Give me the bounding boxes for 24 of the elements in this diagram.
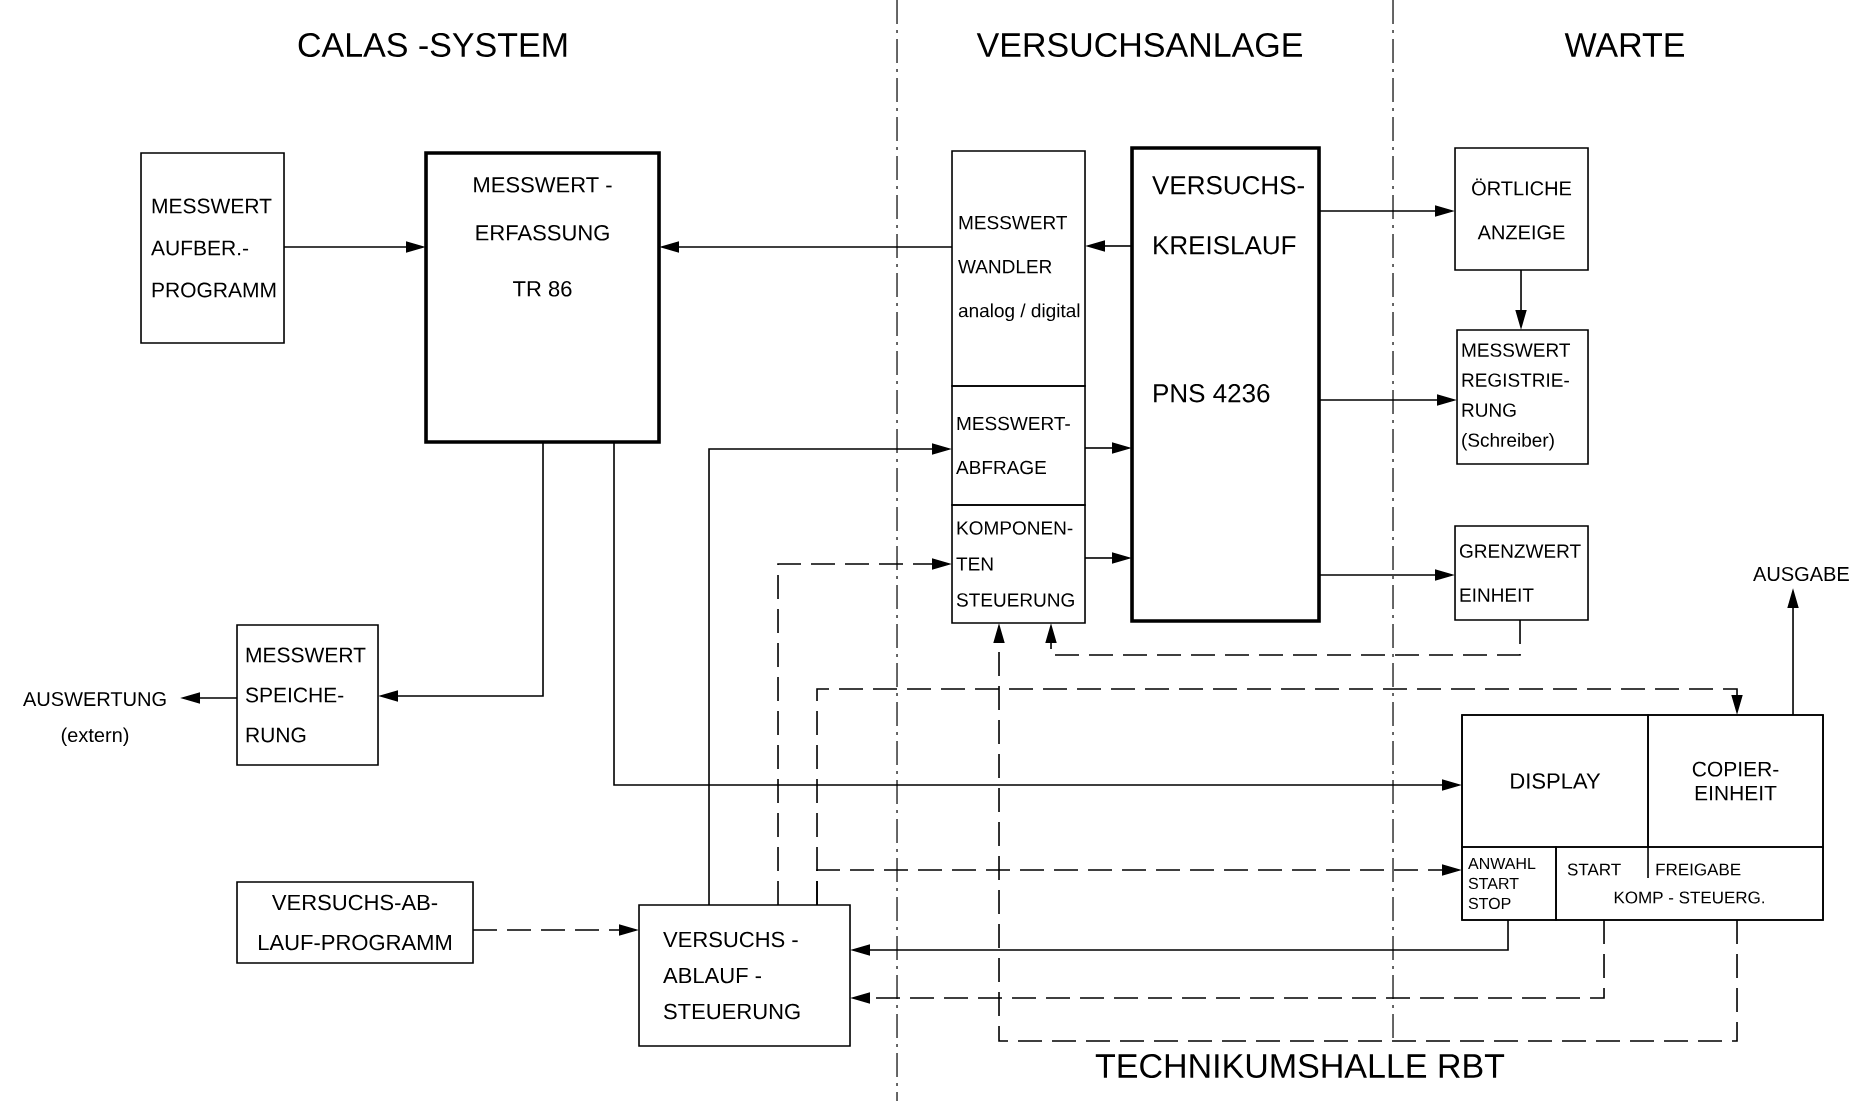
process-box: MESSWERT AUFBER.- PROGRAMM	[140, 152, 285, 344]
section-heading: WARTE	[1564, 33, 1684, 57]
panel-cell: START FREIGABE KOMP - STEUERG.	[1555, 846, 1824, 921]
section-heading: CALAS -SYSTEM	[298, 32, 567, 58]
section-heading: VERSUCHSANLAGE	[976, 32, 1302, 58]
area-label: TECHNIKUMSHALLE RBT	[1095, 1053, 1505, 1079]
text-label: AUSWERTUNG (extern)	[23, 691, 166, 747]
process-box: MESSWERT- ABFRAGE	[951, 385, 1086, 506]
process-box: MESSWERT WANDLER analog / digital	[951, 150, 1086, 387]
process-box: ÖRTLICHE ANZEIGE	[1454, 147, 1589, 271]
process-box: VERSUCHS - ABLAUF - STEUERUNG	[638, 904, 851, 1047]
text-label: AUSGABE	[1753, 566, 1849, 582]
panel-cell: DISPLAY	[1461, 714, 1649, 848]
panel-cell: COPIER- EINHEIT	[1647, 714, 1824, 848]
panel-cell: ANWAHL START STOP	[1461, 846, 1557, 921]
process-box: MESSWERT SPEICHE- RUNG	[236, 624, 379, 766]
process-box: KOMPONEN- TEN STEUERUNG	[951, 504, 1086, 624]
process-box: MESSWERT REGISTRIE- RUNG (Schreiber)	[1456, 329, 1589, 465]
arrow	[1045, 619, 1521, 656]
process-box: GRENZWERT EINHEIT	[1454, 525, 1589, 621]
process-box: MESSWERT - ERFASSUNG TR 86	[424, 151, 661, 444]
process-box: VERSUCHS-AB- LAUF-PROGRAMM	[236, 881, 474, 964]
arrow	[816, 688, 1743, 906]
process-box: VERSUCHS- KREISLAUF PNS 4236	[1130, 146, 1321, 623]
